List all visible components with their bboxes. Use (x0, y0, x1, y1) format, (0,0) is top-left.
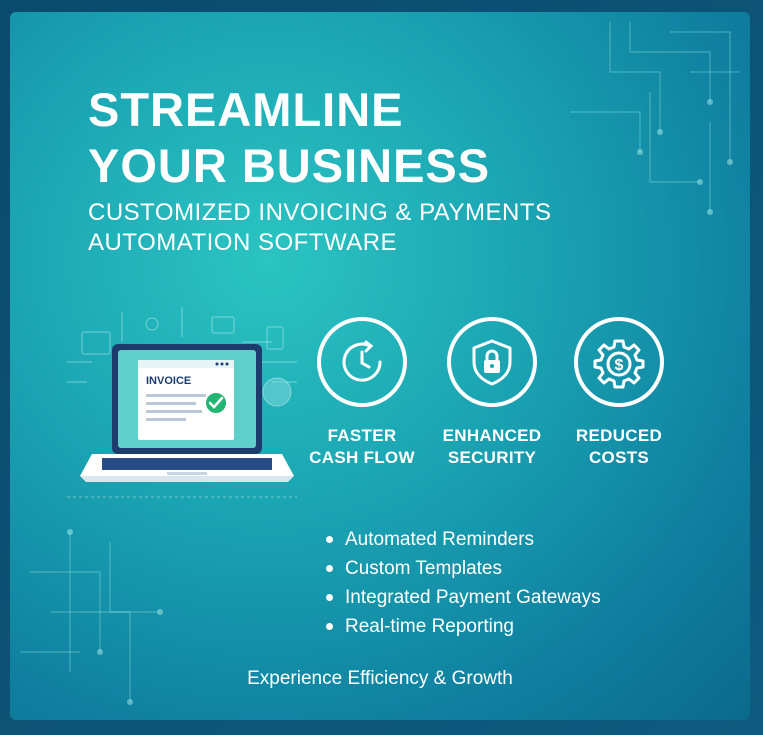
headline: STREAMLINE YOUR BUSINESS (88, 82, 490, 194)
check-icon (204, 391, 228, 415)
list-item: Integrated Payment Gateways (326, 583, 601, 612)
list-item: Real-time Reporting (326, 612, 601, 641)
clock-refresh-icon (342, 340, 382, 382)
feature-label: ENHANCED SECURITY (422, 425, 562, 469)
list-item: Automated Reminders (326, 525, 601, 554)
feature-enhanced-security: ENHANCED SECURITY (422, 317, 562, 469)
subheadline-line-2: AUTOMATION SOFTWARE (88, 229, 398, 256)
feature-label-line-1: FASTER (327, 426, 397, 445)
headline-line-1: STREAMLINE (88, 83, 404, 136)
list-item-text: Real-time Reporting (345, 616, 514, 637)
banner-panel: STREAMLINE YOUR BUSINESS CUSTOMIZED INVO… (10, 12, 750, 720)
list-item: Custom Templates (326, 554, 601, 583)
feature-label-line-1: ENHANCED (442, 426, 542, 445)
feature-label-line-2: CASH FLOW (309, 448, 415, 467)
feature-label: FASTER CASH FLOW (292, 425, 432, 469)
bullet-dot-icon (326, 536, 333, 543)
svg-text:$: $ (615, 357, 624, 374)
feature-label-line-2: SECURITY (447, 448, 537, 467)
subheadline-line-1: CUSTOMIZED INVOICING & PAYMENTS (88, 199, 552, 226)
feature-reduced-costs: $ REDUCED COSTS (549, 317, 689, 469)
laptop-invoice-illustration: INVOICE (67, 307, 297, 498)
invoice-label: INVOICE (146, 375, 191, 387)
feature-icon-ring (317, 317, 407, 407)
gear-dollar-icon: $ (593, 339, 645, 389)
feature-icon-ring: $ (574, 317, 664, 407)
bullet-dot-icon (326, 565, 333, 572)
list-item-text: Integrated Payment Gateways (345, 587, 601, 608)
bullet-dot-icon (326, 594, 333, 601)
circuit-decoration (20, 22, 740, 705)
shield-lock-icon (472, 339, 512, 386)
feature-label: REDUCED COSTS (549, 425, 689, 469)
feature-icon-ring (447, 317, 537, 407)
feature-faster-cash-flow: FASTER CASH FLOW (292, 317, 432, 469)
benefits-list: Automated Reminders Custom Templates Int… (326, 525, 601, 641)
list-item-text: Custom Templates (345, 558, 502, 579)
subheadline: CUSTOMIZED INVOICING & PAYMENTS AUTOMATI… (88, 198, 552, 258)
feature-label-line-1: REDUCED (575, 426, 663, 445)
bullet-dot-icon (326, 623, 333, 630)
headline-line-2: YOUR BUSINESS (88, 139, 491, 192)
tagline: Experience Efficiency & Growth (247, 668, 513, 689)
list-item-text: Automated Reminders (345, 529, 535, 550)
feature-label-line-2: COSTS (588, 448, 650, 467)
